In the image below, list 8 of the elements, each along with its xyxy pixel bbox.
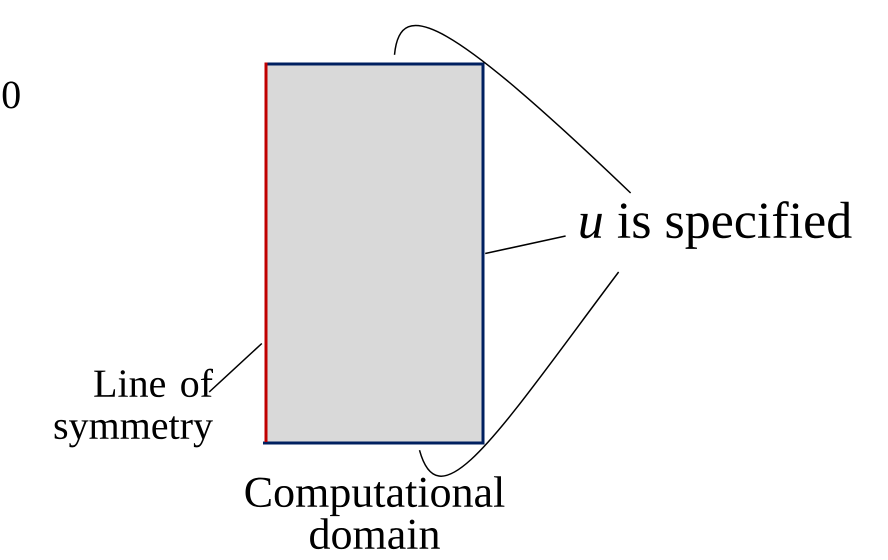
leader-line: [394, 25, 632, 194]
domain-caption: Computational domain: [246, 476, 504, 550]
leader-line: [485, 235, 566, 254]
callout-text: u is specified: [580, 201, 852, 249]
axis-label: 0: [2, 82, 20, 108]
leader-line: [208, 342, 262, 393]
callout-text: Line of symmetry: [54, 368, 213, 448]
leader-line: [418, 272, 620, 477]
